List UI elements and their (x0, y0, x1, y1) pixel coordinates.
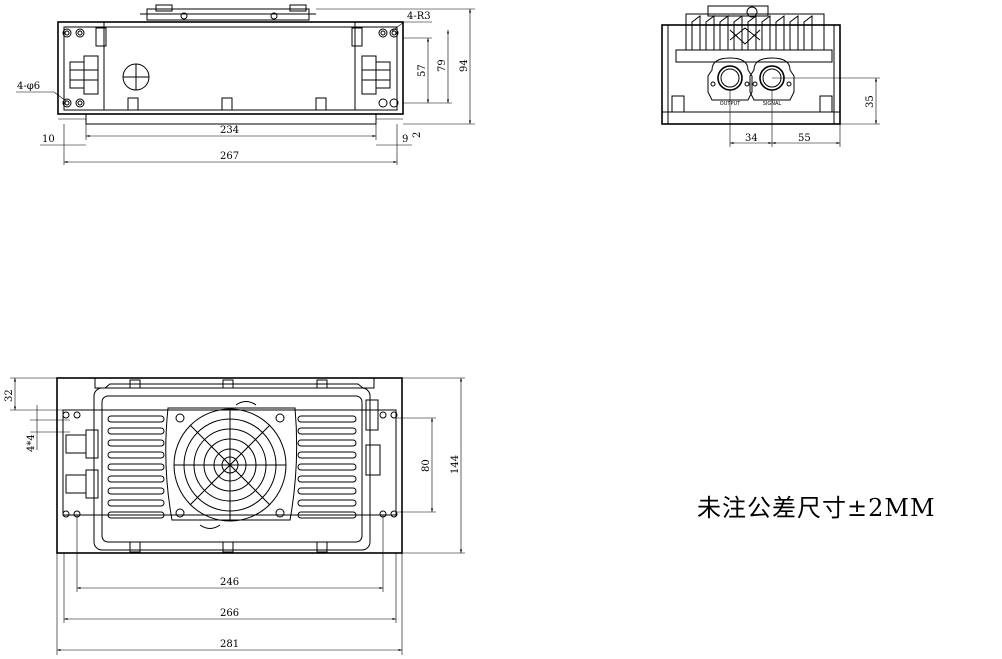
dim-9: 9 (402, 134, 408, 145)
dim-80: 80 (421, 459, 432, 472)
dim-2: 2 (412, 132, 423, 138)
dim-34: 34 (745, 133, 758, 144)
dim-246: 246 (220, 577, 239, 588)
dim-94: 94 (459, 59, 470, 72)
top-fins-right (297, 415, 357, 519)
dim-144: 144 (450, 455, 461, 474)
dim-267: 267 (220, 151, 239, 162)
front-view: 234 267 10 9 2 4-φ6 4-R3 57 79 94 (16, 4, 475, 165)
side-fins (685, 5, 825, 51)
dim-32: 32 (4, 389, 15, 402)
dim-4x4: 4*4 (26, 434, 37, 452)
tolerance-note: 未注公差尺寸±2MM (697, 494, 936, 522)
hole-callout: 4-φ6 (17, 81, 40, 92)
side-view: OUTPUT SIGNAL 34 55 35 (661, 5, 880, 147)
top-view: 32 4*4 80 144 246 266 281 (4, 377, 465, 655)
fan-guard (165, 401, 298, 529)
dim-55: 55 (798, 133, 811, 144)
dim-57: 57 (417, 64, 428, 77)
radius-callout: 4-R3 (407, 11, 431, 22)
dim-35: 35 (865, 95, 876, 108)
dim-10: 10 (42, 134, 55, 145)
dim-266: 266 (220, 608, 239, 619)
dim-281: 281 (220, 639, 239, 650)
dim-79: 79 (437, 59, 448, 72)
connector-output-label: OUTPUT (720, 101, 741, 107)
dim-234: 234 (220, 125, 239, 136)
top-fins-left (107, 415, 165, 519)
